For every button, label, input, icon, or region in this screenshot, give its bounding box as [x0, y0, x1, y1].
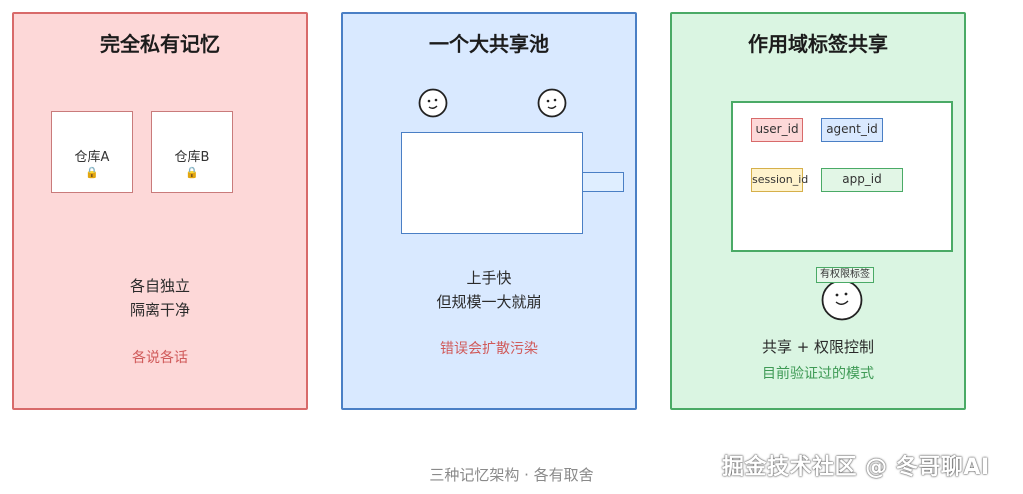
private-desc-line1: 各自独立 [129, 277, 190, 295]
tag-user-id: user_id [751, 118, 803, 142]
shared-desc-line2: 但规模一大就崩 [436, 293, 542, 311]
permission-tag: 有权限标签 [816, 267, 874, 283]
repo-b-label: 仓库B [174, 150, 210, 165]
lock-icon: 🔒 [85, 166, 99, 179]
private-memory-panel: 完全私有记忆 仓库A 🔒 仓库B 🔒 各自独立 隔离干净 各说各话 [12, 12, 308, 410]
scoped-note: 目前验证过的模式 [762, 366, 874, 382]
tag-session-id: session_id [751, 168, 808, 192]
agent-face-icon [821, 279, 863, 321]
tag-app-id: app_id [821, 168, 903, 192]
footer-caption: 三种记忆架构 · 各有取舍 [429, 466, 594, 484]
shared-pool-box [401, 132, 583, 234]
repo-a-label: 仓库A [74, 150, 110, 165]
agent-face-icon [418, 88, 448, 118]
watermark: 掘金技术社区 @ 冬哥聊AI [722, 455, 990, 480]
repo-a-box: 仓库A 🔒 [51, 111, 133, 193]
scoped-desc: 共享 + 权限控制 [761, 338, 875, 356]
private-desc-line2: 隔离干净 [129, 301, 190, 319]
scoped-sharing-panel: 作用域标签共享 user_id agent_id session_id app_… [670, 12, 966, 410]
repo-b-box: 仓库B 🔒 [151, 111, 233, 193]
scope-container: user_id agent_id session_id app_id [731, 101, 953, 252]
tag-agent-id: agent_id [821, 118, 883, 142]
panel-title: 完全私有记忆 [100, 32, 220, 56]
pool-spout [582, 172, 624, 192]
panel-title: 一个大共享池 [429, 32, 549, 56]
lock-icon: 🔒 [185, 166, 199, 179]
shared-desc-line1: 上手快 [466, 269, 512, 287]
panel-title: 作用域标签共享 [748, 32, 888, 56]
agent-face-icon [537, 88, 567, 118]
shared-note: 错误会扩散污染 [440, 341, 538, 357]
shared-pool-panel: 一个大共享池 上手快 但规模一大就崩 错误会扩散污染 [341, 12, 637, 410]
private-note: 各说各话 [132, 350, 188, 366]
